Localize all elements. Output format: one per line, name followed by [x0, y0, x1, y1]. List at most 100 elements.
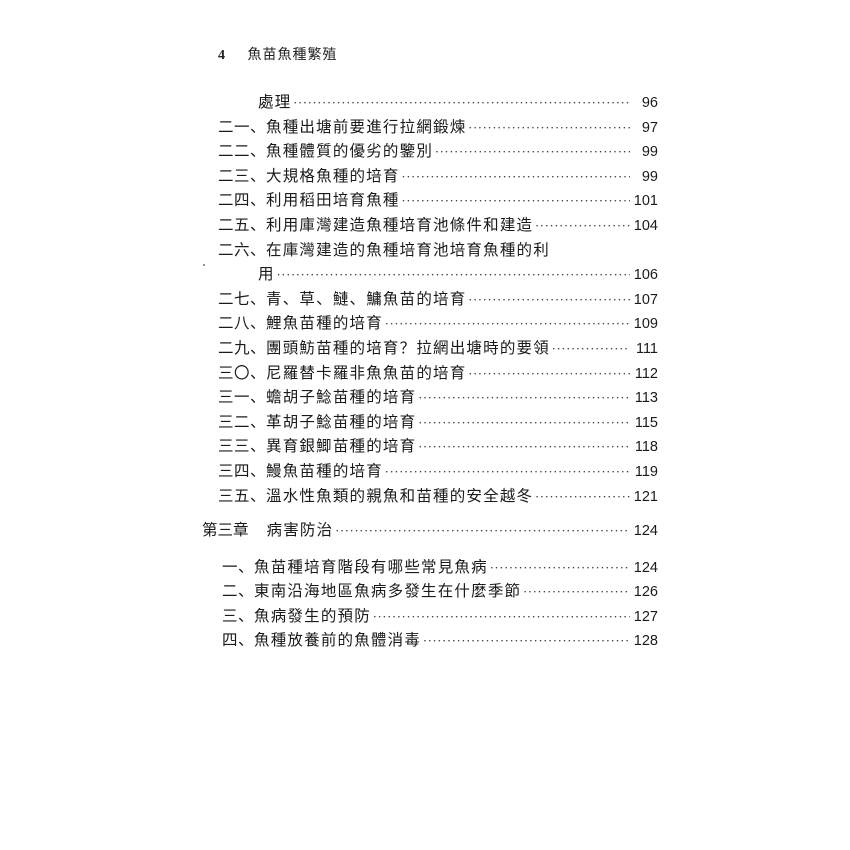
toc-entry: 二五、 利用庫灣建造魚種培育池條件和建造 104 [218, 213, 658, 238]
entry-page: 106 [633, 267, 658, 284]
entry-number: 三〇、 [218, 363, 267, 382]
page-number: 4 [218, 48, 226, 63]
entry-title: 用 [258, 265, 275, 284]
entry-title: 魚種體質的優劣的鑒別 [266, 142, 434, 161]
leader-dots [418, 386, 630, 411]
entry-page: 127 [633, 608, 658, 625]
entry-title: 革胡子鯰苗種的培育 [266, 412, 417, 431]
toc-entry: 二八、 鯉魚苗種的培育 109 [218, 311, 658, 336]
entry-title: 青、草、鰱、鱅魚苗的培育 [266, 289, 467, 308]
leader-dots [402, 189, 630, 214]
entry-page: 111 [635, 340, 658, 357]
leader-dots [385, 312, 630, 337]
leader-dots [535, 485, 630, 510]
chapter-page: 124 [633, 523, 658, 540]
entry-title: 東南沿海地區魚病多發生在什麼季節 [254, 582, 522, 601]
leader-dots [468, 116, 630, 141]
entry-page: 119 [634, 463, 658, 480]
entry-page: 97 [641, 119, 658, 136]
table-of-contents: 處理 96 二一、 魚種出塘前要進行拉網鍛煉 97 二二、 魚種體質的優劣的鑒別… [202, 90, 658, 653]
entry-title: 大規格魚種的培育 [266, 166, 400, 185]
entry-number: 四、 [222, 631, 255, 650]
entry-page: 96 [641, 95, 658, 111]
leader-dots [335, 519, 630, 544]
leader-dots [552, 337, 630, 362]
entry-number: 三四、 [218, 461, 267, 480]
running-header: 4 魚苗魚種繁殖 [218, 44, 337, 64]
entry-title: 魚種出塘前要進行拉網鍛煉 [266, 117, 467, 136]
chapter-title: 病害防治 [266, 521, 334, 540]
toc-entry: 處理 96 [218, 90, 658, 115]
entry-title: 處理 [258, 93, 292, 111]
chapter-number: 第三章 [202, 521, 249, 540]
entry-page: 128 [633, 633, 658, 650]
toc-entry: 二九、 團頭魴苗種的培育？拉網出塘時的要領 111 [218, 336, 658, 361]
entry-page: 99 [641, 144, 658, 161]
entry-title: 鰻魚苗種的培育 [266, 461, 383, 480]
entry-title: 利用庫灣建造魚種培育池條件和建造 [266, 215, 534, 234]
entry-page: 124 [633, 559, 658, 576]
entry-page: 121 [633, 488, 658, 505]
entry-number: 三、 [222, 606, 255, 625]
entry-number: 二四、 [218, 191, 267, 210]
scan-artifact [203, 264, 205, 266]
entry-number: 二五、 [218, 215, 267, 234]
entry-title: 團頭魴苗種的培育？拉網出塘時的要領 [266, 338, 550, 357]
entry-number: 二九、 [218, 338, 267, 357]
entry-title: 魚種放養前的魚體消毒 [254, 631, 422, 650]
entry-title: 魚病發生的預防 [254, 606, 371, 625]
entry-number: 二七、 [218, 289, 267, 308]
entry-number: 二三、 [218, 166, 267, 185]
leader-dots [435, 140, 630, 165]
entry-page: 109 [633, 316, 658, 333]
toc-entry: 四、 魚種放養前的魚體消毒 128 [218, 628, 658, 653]
entry-number: 三一、 [218, 388, 267, 407]
entry-title: 在庫灣建造的魚種培育池培育魚種的利 [266, 240, 550, 259]
toc-entry: 用 106 [218, 262, 658, 287]
toc-entry: 二二、 魚種體質的優劣的鑒別 99 [218, 139, 658, 164]
leader-dots [423, 629, 630, 654]
entry-title: 利用稻田培育魚種 [266, 191, 400, 210]
entry-page: 112 [634, 365, 658, 382]
toc-entry: 三四、 鰻魚苗種的培育 119 [218, 459, 658, 484]
toc-chapter-heading: 第三章 病害防治 124 [202, 518, 658, 543]
entry-page: 118 [634, 439, 658, 456]
book-title: 魚苗魚種繁殖 [247, 47, 338, 63]
toc-entry: 三三、 異育銀鯽苗種的培育 118 [218, 434, 658, 459]
leader-dots [373, 605, 630, 630]
leader-dots [523, 580, 630, 605]
entry-page: 126 [633, 584, 658, 601]
toc-entry: 三一、 蟾胡子鯰苗種的培育 113 [218, 385, 658, 410]
entry-title: 尼羅替卡羅非魚魚苗的培育 [266, 363, 467, 382]
entry-number: 二一、 [218, 117, 267, 136]
leader-dots [468, 288, 630, 313]
entry-number: 三三、 [218, 437, 267, 456]
leader-dots [402, 165, 630, 190]
entry-number: 二八、 [218, 314, 267, 333]
toc-entry: 二七、 青、草、鰱、鱅魚苗的培育 107 [218, 287, 658, 312]
leader-dots [535, 214, 630, 239]
entry-title: 溫水性魚類的親魚和苗種的安全越冬 [266, 486, 534, 505]
toc-entry: 三〇、 尼羅替卡羅非魚魚苗的培育 112 [218, 361, 658, 386]
leader-dots [490, 556, 630, 581]
entry-page: 99 [641, 168, 658, 185]
toc-entry: 二三、 大規格魚種的培育 99 [218, 164, 658, 189]
entry-number: 二六、 [218, 240, 267, 259]
leader-dots [418, 411, 630, 436]
entry-number: 二二、 [218, 142, 267, 161]
toc-entry: 三、 魚病發生的預防 127 [218, 604, 658, 629]
toc-entry: 一、 魚苗種培育階段有哪些常見魚病 124 [218, 555, 658, 580]
toc-entry: 二四、 利用稻田培育魚種 101 [218, 188, 658, 213]
leader-dots [418, 435, 630, 460]
entry-number: 三五、 [218, 486, 267, 505]
entry-title: 鯉魚苗種的培育 [266, 314, 383, 333]
toc-entry: 二六、 在庫灣建造的魚種培育池培育魚種的利 [218, 238, 658, 263]
leader-dots [385, 460, 630, 485]
entry-number: 二、 [222, 582, 255, 601]
toc-entry: 三五、 溫水性魚類的親魚和苗種的安全越冬 121 [218, 484, 658, 509]
entry-title: 異育銀鯽苗種的培育 [266, 437, 417, 456]
leader-dots [468, 362, 630, 387]
toc-entry: 三二、 革胡子鯰苗種的培育 115 [218, 410, 658, 435]
leader-dots [293, 91, 630, 116]
entry-title: 魚苗種培育階段有哪些常見魚病 [254, 557, 488, 576]
